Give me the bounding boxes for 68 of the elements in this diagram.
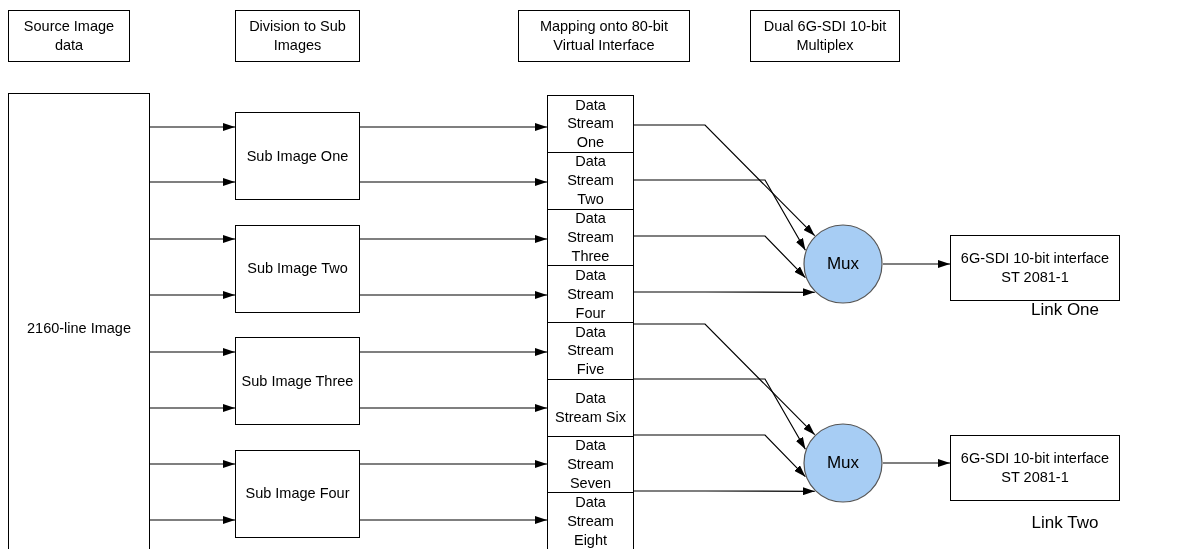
process-box xyxy=(547,378,634,437)
header-box xyxy=(750,10,900,62)
arrow xyxy=(359,516,548,524)
arrow xyxy=(633,288,816,297)
process-box xyxy=(235,112,360,200)
arrow xyxy=(149,123,236,131)
arrow xyxy=(359,123,548,131)
process-box xyxy=(547,492,634,549)
node-label: Data Stream Three xyxy=(566,209,615,266)
process-box xyxy=(235,224,360,313)
link-label: Link One xyxy=(1031,300,1099,320)
link-label: Link Two xyxy=(1031,513,1099,533)
process-box xyxy=(235,337,360,425)
node-label: Data Stream Eight xyxy=(566,492,615,549)
arrow xyxy=(149,404,236,412)
node-label: Sub Image Three xyxy=(240,371,355,391)
node-label: Sub Image Two xyxy=(246,259,349,278)
node-label: 6G-SDI 10-bit interface ST 2081-1 xyxy=(959,449,1111,487)
arrow xyxy=(633,124,816,237)
node-label: Data Stream Four xyxy=(566,265,615,323)
process-box xyxy=(235,449,360,538)
process-box xyxy=(547,151,634,210)
arrow xyxy=(633,323,816,436)
node-label: Data Stream One xyxy=(566,95,615,153)
node-label: Dual 6G-SDI 10-bit Multiplex xyxy=(762,17,888,55)
header-box xyxy=(235,10,360,62)
node-label: Data Stream Seven xyxy=(566,436,615,493)
node-label: Mapping onto 80-bit Virtual Interface xyxy=(538,17,670,55)
arrow xyxy=(633,179,806,251)
process-box xyxy=(950,435,1120,501)
process-box xyxy=(547,265,634,323)
node-label: Data Stream Five xyxy=(566,322,615,380)
node-label: Data Stream Six xyxy=(554,388,627,427)
process-box xyxy=(547,322,634,380)
arrow xyxy=(149,460,236,468)
process-box xyxy=(950,235,1120,301)
arrow xyxy=(359,291,548,299)
node-label: Sub Image One xyxy=(245,146,350,166)
arrow xyxy=(633,487,816,496)
node-label: Source Image data xyxy=(22,17,116,55)
node-label: Mux xyxy=(825,451,861,474)
node-label: 6G-SDI 10-bit interface ST 2081-1 xyxy=(959,249,1111,287)
arrow xyxy=(149,348,236,356)
arrow xyxy=(882,459,951,467)
arrow xyxy=(149,235,236,243)
arrow xyxy=(882,260,951,268)
arrow xyxy=(633,434,806,478)
arrow xyxy=(633,378,806,450)
process-box xyxy=(547,435,634,494)
arrow xyxy=(149,178,236,186)
node-label: Data Stream Two xyxy=(566,152,615,209)
arrow xyxy=(359,178,548,186)
node-label: Sub Image Four xyxy=(244,484,351,503)
arrow xyxy=(633,235,806,279)
arrow xyxy=(359,348,548,356)
process-box xyxy=(547,95,634,153)
arrow xyxy=(359,460,548,468)
node-label: Mux xyxy=(825,252,861,275)
node-label: Division to Sub Images xyxy=(248,17,347,55)
header-box xyxy=(518,10,690,62)
image-block xyxy=(8,93,150,549)
arrow xyxy=(149,516,236,524)
arrow xyxy=(359,235,548,243)
header-box xyxy=(8,10,130,62)
arrow xyxy=(149,291,236,299)
process-box xyxy=(547,208,634,267)
node-label: 2160-line Image xyxy=(26,319,132,338)
arrow xyxy=(359,404,548,412)
